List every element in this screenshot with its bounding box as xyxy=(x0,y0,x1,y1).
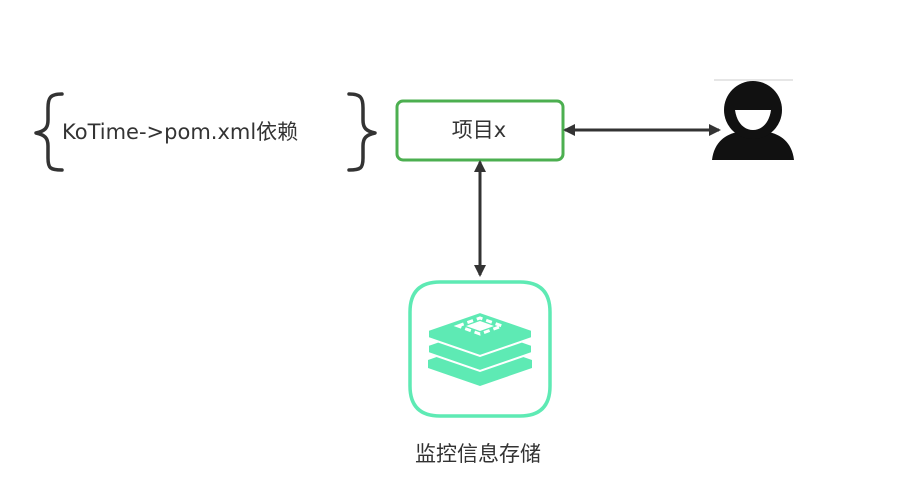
user-icon xyxy=(712,79,794,160)
storage-label: 监控信息存储 xyxy=(415,442,541,466)
dependency-label: KoTime->pom.xml依赖 xyxy=(62,120,299,144)
right-brace-icon xyxy=(347,92,377,172)
project-label: 项目x xyxy=(451,118,507,142)
database-icon xyxy=(408,280,552,418)
left-brace-icon xyxy=(34,92,64,172)
